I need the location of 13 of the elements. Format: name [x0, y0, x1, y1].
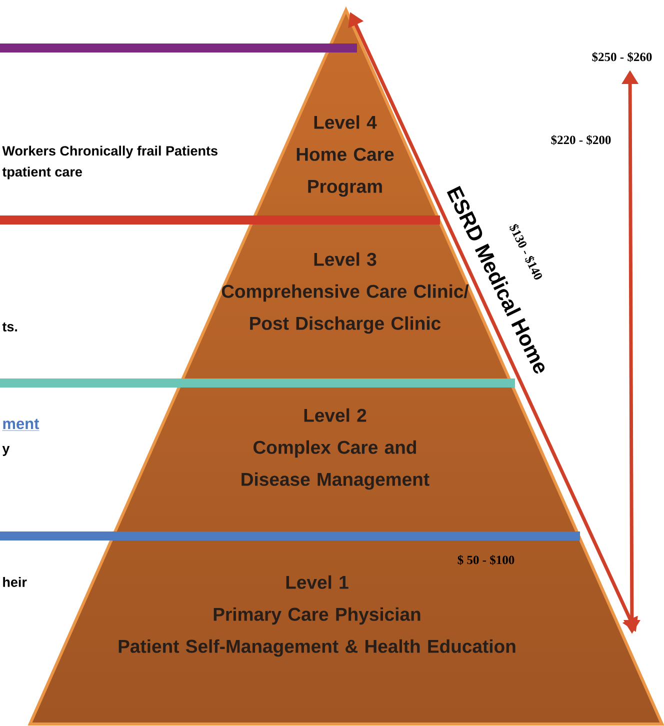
note-text: y	[2, 446, 10, 456]
price-label: $250 - $260	[592, 52, 652, 62]
price-label: $220 - $200	[551, 135, 611, 145]
price-label: $ 50 - $100	[458, 555, 514, 565]
link-text: ment	[2, 418, 40, 431]
level-label: Level 1 Primary Care Physician Patient Self-Management & Health Education	[118, 575, 516, 657]
note-text: Workers Chronically frail Patients	[2, 146, 218, 158]
note-text: tpatient care	[2, 166, 82, 180]
level-label: Level 3 Comprehensive Care Clinic/ Post Discharge Clinic	[222, 252, 469, 334]
level-label: Level 4 Home Care Program	[296, 115, 394, 197]
note-text: ts.	[2, 322, 18, 332]
level-label: Level 2 Complex Care and Disease Management	[242, 408, 430, 490]
note-text: heir	[3, 577, 27, 587]
